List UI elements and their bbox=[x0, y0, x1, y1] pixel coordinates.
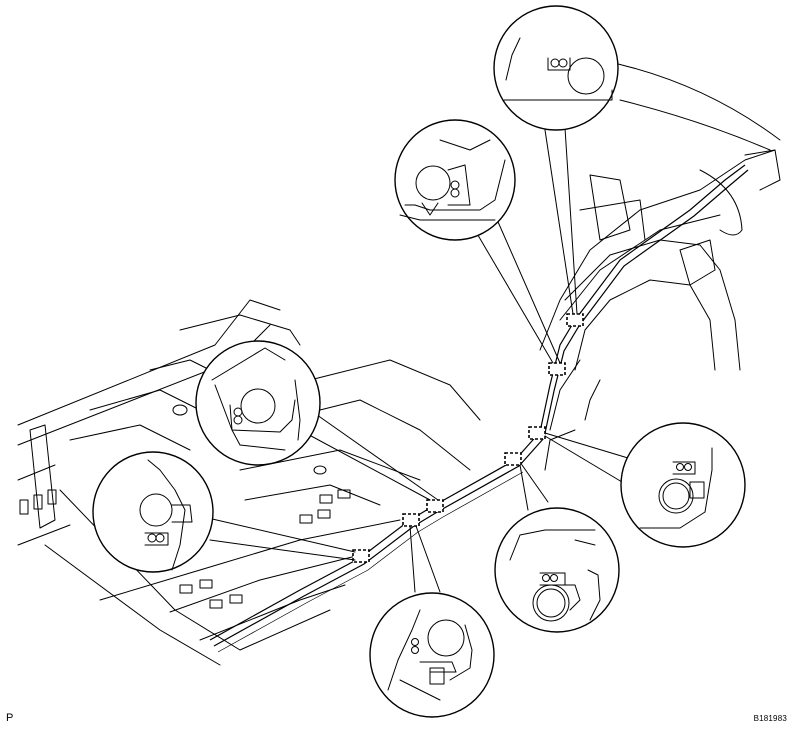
leader-lines bbox=[207, 127, 629, 593]
figure-id: B181983 bbox=[753, 714, 787, 723]
lower-right-clip-detail bbox=[494, 507, 620, 633]
right-clip-detail bbox=[620, 422, 746, 548]
mid-left-clip-detail bbox=[195, 340, 321, 466]
left-clip-detail bbox=[92, 451, 214, 573]
bottom-clip-detail bbox=[369, 592, 495, 718]
top-clip-detail bbox=[493, 5, 619, 131]
corner-code: P bbox=[6, 712, 14, 724]
clip-markers bbox=[352, 313, 584, 563]
upper-left-clip-detail bbox=[394, 119, 516, 241]
wheel-arch-body bbox=[539, 59, 781, 471]
